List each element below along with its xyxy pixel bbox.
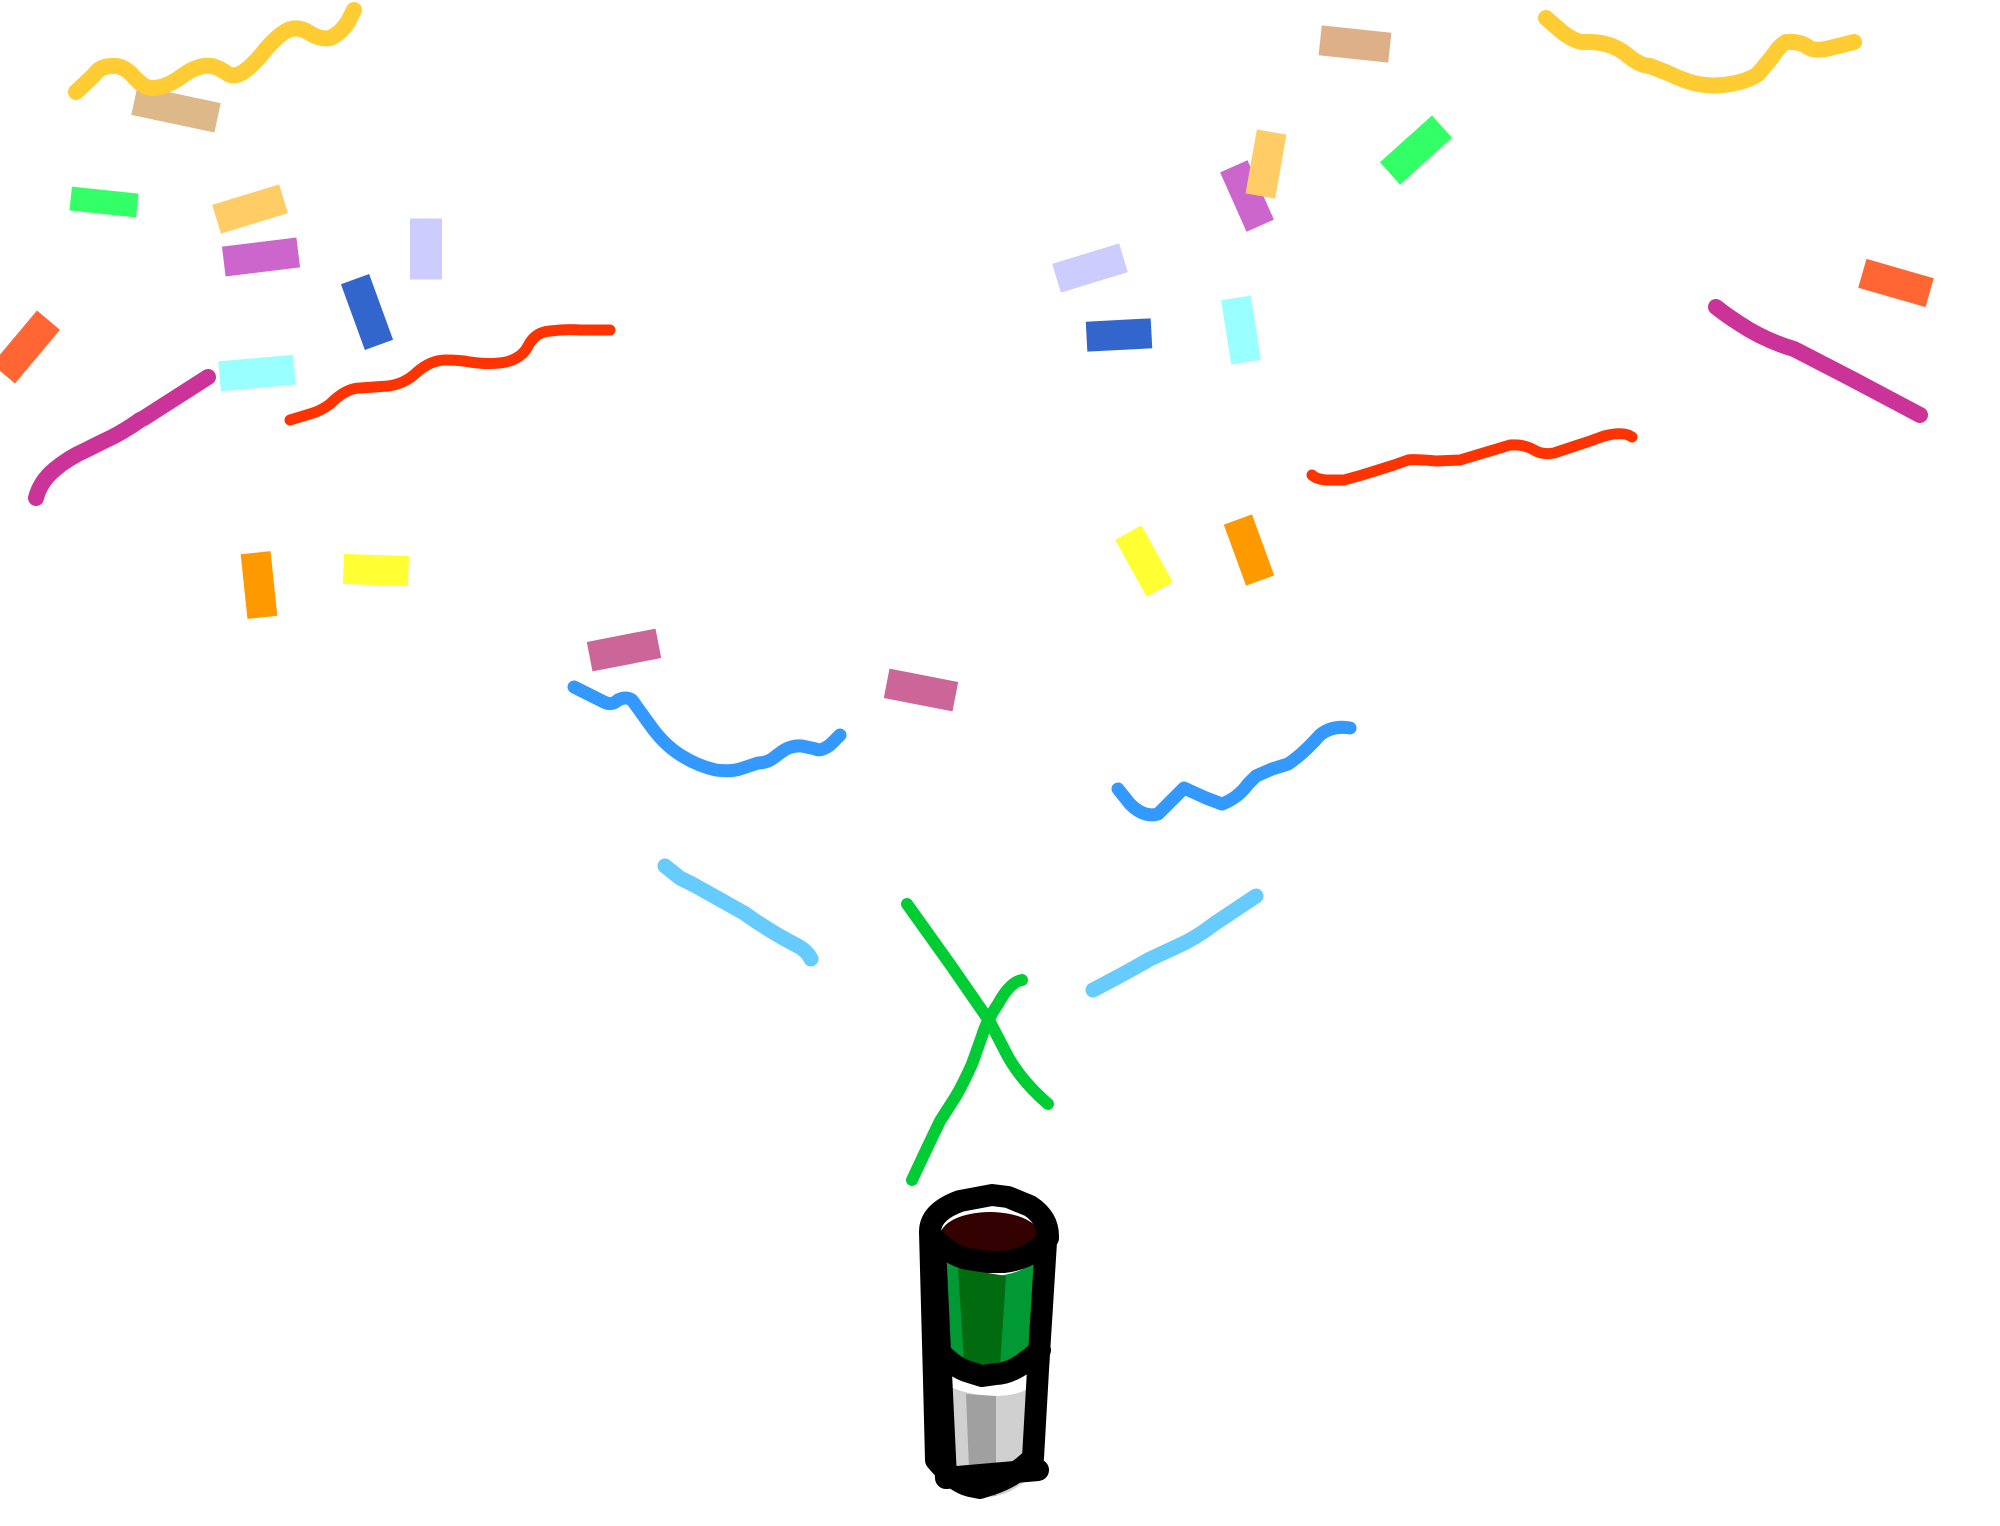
party-popper	[919, 1184, 1059, 1499]
confetti-piece	[1858, 258, 1934, 308]
streamer-green	[901, 898, 1054, 1186]
confetti-piece	[218, 354, 296, 392]
popper-body-shade	[958, 1268, 1006, 1366]
confetti-piece	[1245, 129, 1287, 199]
streamer-lightblue-left	[657, 858, 819, 967]
confetti-piece	[1379, 115, 1453, 185]
streamer-red-left	[284, 324, 616, 426]
streamer-red-right	[1306, 428, 1638, 486]
confetti-piece	[240, 551, 278, 619]
streamers	[28, 2, 1928, 1186]
streamer-lightblue-right	[1085, 888, 1264, 998]
confetti-piece	[1318, 25, 1392, 63]
confetti-group	[0, 25, 1934, 712]
streamer-yellow-left	[68, 2, 362, 100]
popper-outline-inner	[924, 1235, 1049, 1489]
confetti-piece	[0, 310, 60, 384]
streamer-yellow-right	[1538, 10, 1862, 94]
confetti-piece	[1085, 318, 1153, 352]
confetti-piece	[212, 184, 288, 234]
confetti-piece	[586, 628, 662, 672]
streamer-blue-right	[1111, 720, 1357, 822]
streamer-blue-left	[567, 680, 847, 778]
confetti-piece	[883, 668, 959, 712]
confetti-piece	[340, 273, 394, 351]
confetti-piece	[1221, 295, 1261, 365]
confetti-piece	[221, 237, 301, 277]
confetti-piece	[342, 553, 410, 587]
confetti-piece	[1115, 525, 1173, 597]
confetti-piece	[410, 218, 442, 280]
streamer-magenta-right	[1708, 299, 1928, 423]
confetti-piece	[1223, 514, 1275, 586]
confetti-piece	[131, 85, 221, 133]
confetti-piece	[1220, 160, 1274, 232]
streamer-magenta-left	[28, 369, 216, 506]
confetti-piece	[1052, 243, 1128, 293]
confetti-piece	[69, 186, 139, 218]
